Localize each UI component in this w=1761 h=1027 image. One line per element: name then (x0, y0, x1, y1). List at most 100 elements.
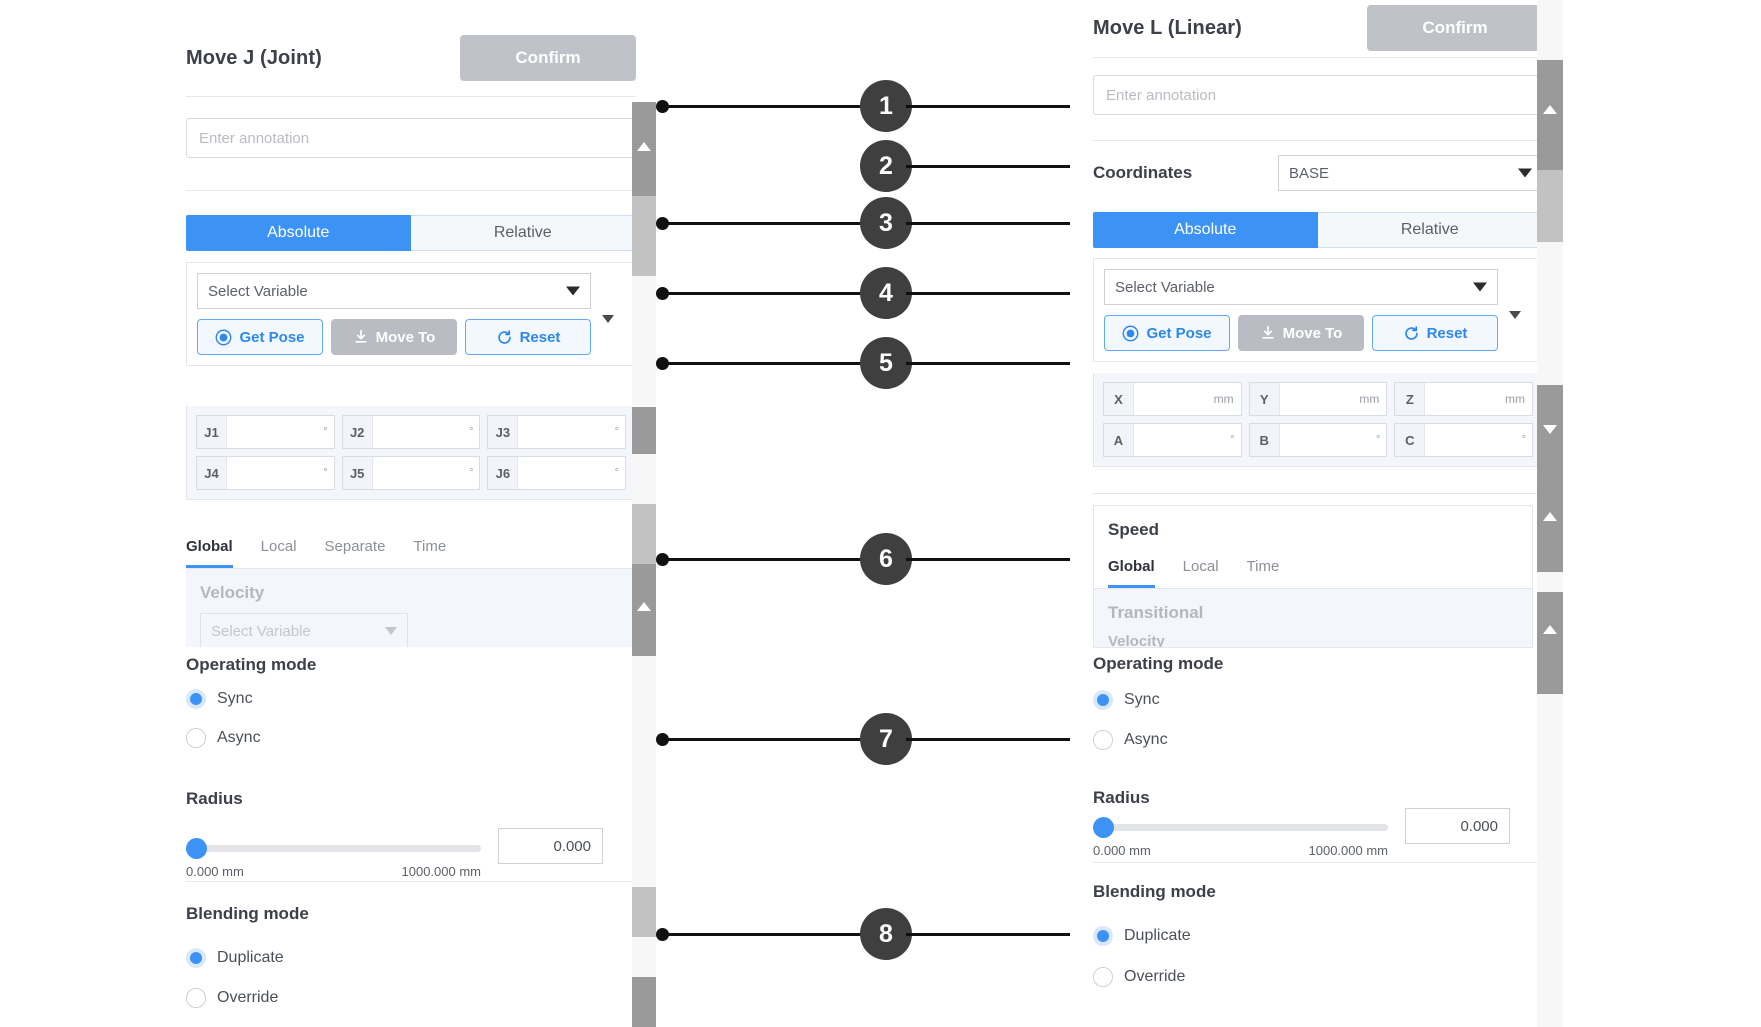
move-j-scrollbar-thumb-6[interactable] (632, 887, 656, 937)
move-l-scrollbar-thumb-3[interactable] (1537, 385, 1563, 480)
move-l-blending-mode-label: Blending mode (1093, 882, 1216, 901)
move-l-tab-absolute[interactable]: Absolute (1093, 212, 1318, 248)
connector-badge-4: 4 (860, 267, 912, 319)
move-j-radius-slider[interactable] (186, 838, 481, 860)
move-l-scrollbar-thumb-5[interactable] (1537, 592, 1563, 694)
connector-badge-6: 6 (860, 533, 912, 585)
move-j-radius-min: 0.000 mm (186, 864, 244, 879)
move-l-operating-async[interactable]: Async (1093, 730, 1168, 750)
move-j-speed-tab-separate[interactable]: Separate (324, 538, 386, 555)
move-l-variable-select[interactable]: Select Variable (1104, 269, 1498, 305)
pose-value-b[interactable] (1280, 424, 1376, 456)
joint-value-j2[interactable] (373, 416, 469, 448)
move-j-scrollbar-thumb-2[interactable] (632, 196, 656, 276)
pose-value-z[interactable] (1425, 383, 1505, 415)
move-l-tab-relative[interactable]: Relative (1317, 212, 1543, 248)
move-j-speed-tab-global[interactable]: Global (186, 528, 233, 568)
move-j-operating-sync[interactable]: Sync (186, 689, 253, 709)
move-j-scrollbar-thumb-5[interactable] (632, 564, 656, 656)
move-j-blending-override[interactable]: Override (186, 988, 278, 1008)
pose-field-b[interactable]: B ° (1248, 423, 1388, 457)
move-j-operating-async[interactable]: Async (186, 728, 261, 748)
chevron-down-icon (385, 627, 397, 635)
move-l-radius-input[interactable]: 0.000 (1405, 808, 1510, 844)
joint-field-j1[interactable]: J1 ° (196, 415, 335, 449)
move-l-scrollbar-track[interactable] (1537, 0, 1563, 1027)
chevron-up-icon (637, 142, 651, 151)
move-l-reset-button[interactable]: Reset (1372, 315, 1498, 351)
move-j-variable-select[interactable]: Select Variable (197, 273, 591, 309)
joint-field-j5[interactable]: J5 ° (341, 456, 481, 490)
move-j-blending-duplicate[interactable]: Duplicate (186, 948, 284, 968)
move-j-divider-bottom (186, 881, 636, 882)
radio-off-icon (1093, 730, 1113, 750)
move-j-radius-input[interactable]: 0.000 (498, 828, 603, 864)
move-j-move-to-button[interactable]: Move To (331, 319, 457, 355)
pose-value-c[interactable] (1425, 424, 1521, 456)
move-l-get-pose-button[interactable]: Get Pose (1104, 315, 1230, 351)
slider-track[interactable] (186, 845, 481, 852)
move-j-scrollbar-thumb-7[interactable] (632, 977, 656, 1027)
pose-value-y[interactable] (1280, 383, 1360, 415)
joint-row-1: J1 ° J2 ° J3 ° (196, 415, 627, 449)
move-j-scrollbar-track[interactable] (632, 102, 656, 1027)
move-j-annotation-input[interactable] (186, 118, 636, 158)
move-l-expand-toggle[interactable] (1498, 269, 1532, 319)
connector-line-left-8 (662, 933, 877, 936)
move-j-expand-toggle[interactable] (591, 273, 625, 323)
move-l-scrollbar-thumb-2[interactable] (1537, 170, 1563, 242)
joint-value-j4[interactable] (227, 457, 323, 489)
pose-field-x[interactable]: X mm (1103, 382, 1242, 416)
pose-value-a[interactable] (1134, 424, 1230, 456)
move-l-speed-tab-global[interactable]: Global (1108, 548, 1155, 588)
move-j-velocity-select[interactable]: Select Variable (200, 613, 408, 647)
pose-field-a[interactable]: A ° (1103, 423, 1242, 457)
joint-value-j3[interactable] (518, 416, 614, 448)
slider-knob[interactable] (1093, 817, 1114, 838)
joint-field-j6[interactable]: J6 ° (487, 456, 627, 490)
move-l-blending-override[interactable]: Override (1093, 967, 1185, 987)
move-j-reset-button[interactable]: Reset (465, 319, 591, 355)
chevron-down-icon (602, 315, 614, 323)
pose-field-c[interactable]: C ° (1394, 423, 1534, 457)
move-j-tab-absolute[interactable]: Absolute (186, 215, 411, 251)
target-icon (1123, 325, 1139, 341)
pose-value-x[interactable] (1134, 383, 1214, 415)
joint-value-j6[interactable] (518, 457, 614, 489)
move-j-tab-relative[interactable]: Relative (410, 215, 636, 251)
joint-field-j3[interactable]: J3 ° (487, 415, 627, 449)
joint-value-j1[interactable] (227, 416, 323, 448)
move-j-speed-tab-time[interactable]: Time (413, 538, 447, 555)
joint-value-j5[interactable] (373, 457, 469, 489)
move-l-move-to-button[interactable]: Move To (1238, 315, 1364, 351)
move-j-scrollbar-thumb-4[interactable] (632, 504, 656, 564)
move-l-move-to-label: Move To (1282, 324, 1343, 342)
move-l-annotation-input[interactable] (1093, 75, 1543, 115)
move-l-speed-tab-time[interactable]: Time (1246, 558, 1280, 575)
move-l-radius-slider[interactable] (1093, 817, 1388, 839)
connector-line-right-4 (906, 292, 1081, 295)
move-l-scrollbar-thumb-1[interactable] (1537, 60, 1563, 170)
connector-line-left-1 (662, 105, 877, 108)
move-l-confirm-button[interactable]: Confirm (1367, 5, 1543, 51)
move-l-divider-bottom (1093, 862, 1543, 863)
joint-field-j2[interactable]: J2 ° (341, 415, 481, 449)
move-l-transitional-sublabel: Velocity (1108, 633, 1165, 648)
move-l-coordinates-select[interactable]: BASE (1278, 155, 1543, 191)
move-l-scrollbar-thumb-4[interactable] (1537, 480, 1563, 572)
joint-field-j4[interactable]: J4 ° (196, 456, 335, 490)
move-j-speed-tab-local[interactable]: Local (260, 538, 297, 555)
slider-knob[interactable] (186, 838, 207, 859)
move-l-speed-tab-local[interactable]: Local (1182, 558, 1219, 575)
move-j-get-pose-button[interactable]: Get Pose (197, 319, 323, 355)
move-l-blending-duplicate[interactable]: Duplicate (1093, 926, 1191, 946)
move-j-blending-override-label: Override (217, 989, 279, 1006)
pose-field-y[interactable]: Y mm (1248, 382, 1388, 416)
move-l-operating-sync[interactable]: Sync (1093, 690, 1160, 710)
move-j-confirm-button[interactable]: Confirm (460, 35, 636, 81)
radio-on-icon (1093, 690, 1113, 710)
slider-track[interactable] (1093, 824, 1388, 831)
move-j-scrollbar-thumb-3[interactable] (632, 407, 656, 454)
pose-field-z[interactable]: Z mm (1394, 382, 1534, 416)
move-j-scrollbar-thumb-1[interactable] (632, 102, 656, 196)
